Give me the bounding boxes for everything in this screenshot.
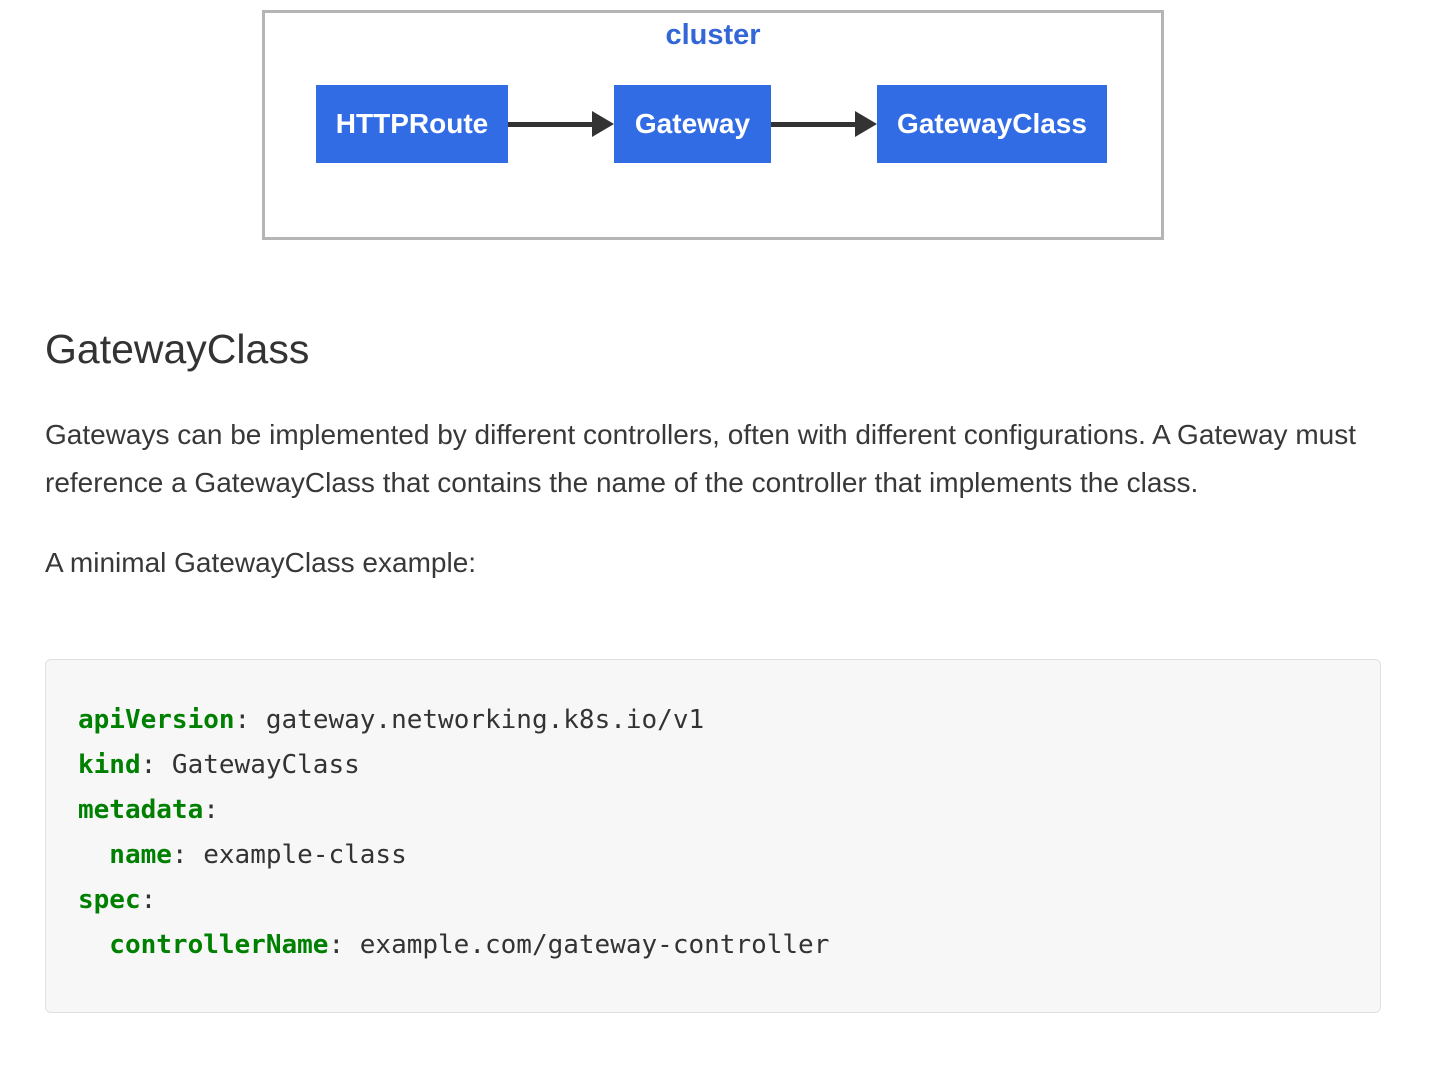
intro-paragraph: Gateways can be implemented by different…	[45, 419, 1356, 498]
node-gateway: Gateway	[614, 85, 771, 163]
code-line: controllerName: example.com/gateway-cont…	[78, 923, 1350, 968]
code-line: metadata:	[78, 788, 1350, 833]
cluster-boundary-box: cluster HTTPRoute Gateway GatewayClass	[262, 10, 1164, 240]
yaml-value: : GatewayClass	[140, 750, 360, 780]
diagram-nodes-row: HTTPRoute Gateway GatewayClass	[265, 85, 1161, 163]
yaml-key: metadata	[78, 795, 204, 825]
node-httproute: HTTPRoute	[316, 85, 508, 163]
yaml-key: apiVersion	[78, 705, 235, 735]
yaml-key: kind	[78, 750, 141, 780]
arrow-head	[592, 111, 614, 137]
example-lead-in-paragraph: A minimal GatewayClass example:	[45, 547, 477, 578]
yaml-value: :	[203, 795, 219, 825]
arrow-shaft	[508, 121, 592, 127]
right-arrow-icon	[771, 111, 877, 137]
yaml-value: : example.com/gateway-controller	[328, 930, 830, 960]
yaml-value: : example-class	[171, 840, 407, 870]
arrow-shaft	[771, 121, 855, 127]
yaml-code-block: apiVersion: gateway.networking.k8s.io/v1…	[45, 659, 1381, 1013]
yaml-value: : gateway.networking.k8s.io/v1	[234, 705, 705, 735]
page-title: GatewayClass	[45, 326, 310, 372]
code-line: apiVersion: gateway.networking.k8s.io/v1	[78, 698, 1350, 743]
arrow-head	[855, 111, 877, 137]
code-line: spec:	[78, 878, 1350, 923]
article-content: GatewayClass Gateways can be implemented…	[0, 326, 1434, 1053]
node-gatewayclass: GatewayClass	[877, 85, 1107, 163]
code-line: kind: GatewayClass	[78, 743, 1350, 788]
yaml-key: controllerName	[109, 930, 329, 960]
yaml-value: :	[140, 885, 157, 915]
yaml-key: spec	[78, 885, 141, 915]
yaml-key: name	[109, 840, 172, 870]
cluster-diagram: cluster HTTPRoute Gateway GatewayClass	[0, 0, 1434, 240]
right-arrow-icon	[508, 111, 614, 137]
code-line: name: example-class	[78, 833, 1350, 878]
cluster-label: cluster	[665, 19, 761, 51]
